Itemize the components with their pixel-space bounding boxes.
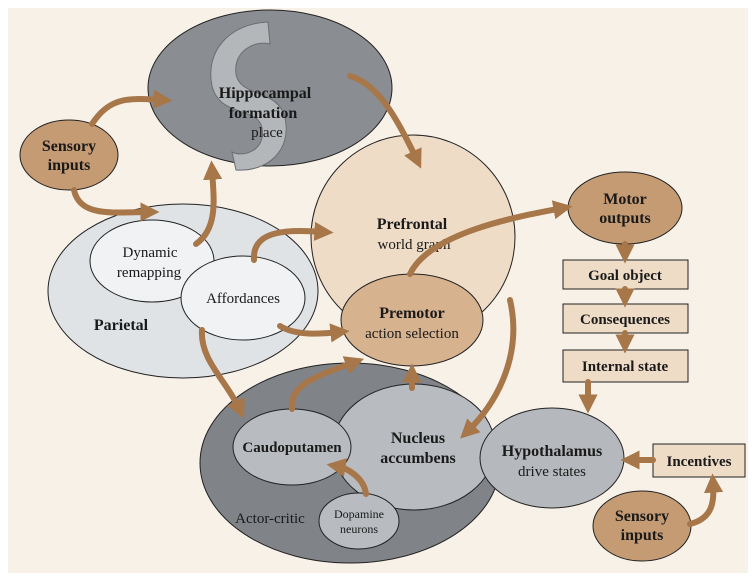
sensory-top-ellipse [19,119,119,191]
hypothalamus-node: Hypothalamus drive states [479,407,625,509]
affordances-label: Affordances [206,291,280,307]
internal-label: Internal state [582,359,669,375]
premotor-node: Premotor action selection [340,273,484,367]
hypothalamus-sub: drive states [518,464,586,480]
goal-rect [562,259,689,290]
motor-line2: outputs [599,210,651,227]
hippocampal-title-line2: formation [229,105,298,122]
sensory-bottom-line1: Sensory [615,508,669,525]
arrow-sensory-to-hippocampus [89,89,173,127]
arrows [71,73,724,527]
internal-state-box: Internal state [562,349,689,383]
sensory-inputs-bottom-node: Sensory inputs [592,490,692,562]
premotor-title: Premotor [379,305,444,322]
sensory-inputs-top-node: Sensory inputs [19,119,119,191]
motor-line1: Motor [603,191,647,208]
consequences-label: Consequences [580,312,670,328]
arrow-remapping-to-hippocampus [193,160,223,247]
sensory-bottom-ellipse [592,490,692,562]
nucleus-line2: accumbens [380,450,456,467]
internal-rect [562,349,689,383]
hippocampal-title-line1: Hippocampal [219,85,312,102]
arrow-affordances-to-prefrontal [250,221,334,263]
arrow-caudoputamen-to-premotor [288,356,365,412]
nucleus-accumbens-ellipse [332,383,496,511]
dopamine-line2: neurons [340,522,378,536]
dopamine-neurons-ellipse [318,492,400,550]
goal-object-box: Goal object [562,259,689,290]
actor-critic-node: Actor-critic Nucleus accumbens Caudoputa… [199,362,501,564]
motor-outputs-node: Motor outputs [567,171,683,245]
parietal-label: Parietal [94,317,149,334]
incentives-label: Incentives [667,454,732,470]
arrow-hippocampus-to-prefrontal [347,73,422,169]
arrow-prefrontal-to-nucleus [460,297,517,439]
prefrontal-title: Prefrontal [377,216,448,233]
dynamic-line2: remapping [117,265,182,281]
dynamic-line1: Dynamic [123,245,178,261]
arrow-premotor-to-motor [407,200,573,277]
arrow-sensory-to-parietal [71,187,160,222]
nucleus-line1: Nucleus [391,430,445,447]
arrow-affordances-to-premotor [277,323,350,343]
hippocampal-formation-node: Hippocampal formation place [147,9,393,171]
caudoputamen-label: Caudoputamen [242,440,342,456]
hippocampal-sub: place [251,125,283,141]
hypothalamus-title: Hypothalamus [502,443,602,460]
arrow-sensory-to-incentives [687,473,724,527]
consequences-box: Consequences [562,303,689,334]
goal-label: Goal object [588,268,662,284]
consequences-rect [562,303,689,334]
dopamine-line1: Dopamine [334,507,384,521]
sensory-bottom-line2: inputs [621,527,664,544]
sensory-top-line2: inputs [48,157,91,174]
seahorse-icon [210,21,287,171]
incentives-box: Incentives [652,443,746,478]
actor-critic-label: Actor-critic [235,511,305,527]
arrow-dopamine-to-caudoputamen [326,458,369,497]
motor-ellipse [567,171,683,245]
parietal-node: Parietal Dynamic remapping Affordances [47,203,319,379]
premotor-sub: action selection [365,326,459,342]
affordances-ellipse [180,255,306,341]
hippocampal-ellipse [147,9,393,167]
arrow-affordances-to-caudoputamen [198,327,245,419]
sensory-top-line1: Sensory [42,138,96,155]
incentives-rect [652,443,746,478]
